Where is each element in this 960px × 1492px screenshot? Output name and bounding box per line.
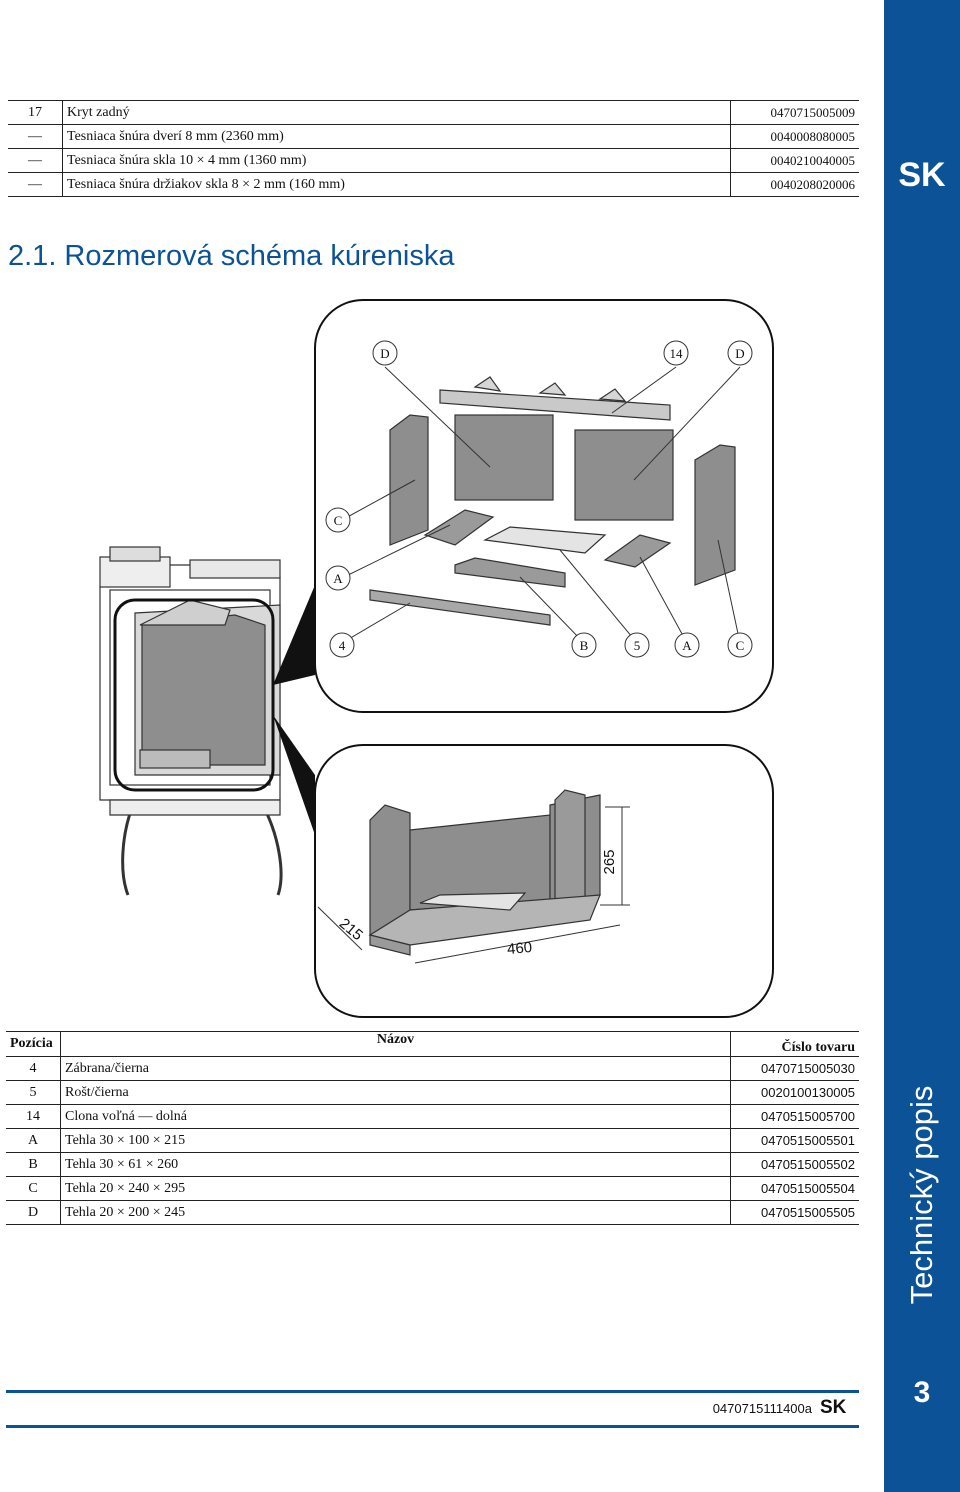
callout-label: C — [334, 513, 343, 528]
part-code: 0470515005502 — [730, 1152, 859, 1177]
footer-document-number: 0470715111400a — [712, 1401, 812, 1416]
section-title: 2.1. Rozmerová schéma kúreniska — [8, 240, 455, 272]
callout-circle — [329, 632, 355, 658]
side-language-label: SK — [898, 156, 946, 194]
part-position: 4 — [6, 1056, 61, 1081]
part-name: Clona voľná — dolná — [60, 1104, 731, 1129]
stove-illustration — [99, 546, 283, 896]
callout-label: D — [735, 346, 744, 361]
part-name: Tesniaca šnúra dverí 8 mm (2360 mm) — [62, 124, 731, 149]
part-code: 0470515005501 — [730, 1128, 859, 1153]
part-position: 14 — [6, 1104, 61, 1129]
footer-language: SK — [820, 1397, 847, 1418]
part-position: 17 — [8, 100, 63, 125]
part-code: 0040008080005 — [730, 124, 859, 149]
page-number: 3 — [913, 1376, 931, 1409]
part-name: Tesniaca šnúra držiakov skla 8 × 2 mm (1… — [62, 172, 731, 197]
part-code: 0020100130005 — [730, 1080, 859, 1105]
part-position: A — [6, 1128, 61, 1153]
part-position: — — [8, 172, 63, 197]
callout-circle — [663, 340, 689, 366]
part-position: D — [6, 1200, 61, 1225]
part-name: Tehla 30 × 61 × 260 — [60, 1152, 731, 1177]
part-name: Rošt/čierna — [60, 1080, 731, 1105]
dimension-width-label: 460 — [506, 939, 532, 958]
callout-circle — [727, 340, 753, 366]
exploded-bricks — [369, 376, 736, 626]
part-name: Zábrana/čierna — [60, 1056, 731, 1081]
dimension-height-label: 265 — [601, 849, 618, 874]
part-name: Tesniaca šnúra skla 10 × 4 mm (1360 mm) — [62, 148, 731, 173]
part-code: 0040208020006 — [730, 172, 859, 197]
callouts: D 14 D C A 4 B 5 A C — [325, 340, 753, 658]
header-code: Číslo tovaru — [730, 1031, 859, 1057]
part-position: — — [8, 124, 63, 149]
callout-label: C — [736, 638, 745, 653]
callout-label: 4 — [339, 638, 346, 653]
part-position: B — [6, 1152, 61, 1177]
leader-lines — [341, 366, 741, 644]
part-code: 0040210040005 — [730, 148, 859, 173]
part-position: C — [6, 1176, 61, 1201]
table-row: —Tesniaca šnúra držiakov skla 8 × 2 mm (… — [8, 172, 859, 197]
table-row: —Tesniaca šnúra dverí 8 mm (2360 mm)0040… — [8, 124, 859, 149]
assembled-firebox — [368, 789, 601, 956]
footer-rule-top — [6, 1390, 859, 1393]
side-band — [884, 0, 960, 1492]
zoom-connector-top — [273, 585, 315, 685]
part-code: 0470515005700 — [730, 1104, 859, 1129]
part-code: 0470515005504 — [730, 1176, 859, 1201]
callout-circle — [325, 507, 351, 533]
callout-circle — [571, 632, 597, 658]
header-name: Názov — [60, 1031, 731, 1057]
callout-label: A — [333, 571, 343, 586]
callout-circle — [674, 632, 700, 658]
part-name: Tehla 30 × 100 × 215 — [60, 1128, 731, 1153]
callout-label: B — [580, 638, 589, 653]
part-name: Kryt zadný — [62, 100, 731, 125]
callout-circle — [372, 340, 398, 366]
exploded-view-panel — [314, 299, 774, 713]
part-name: Tehla 20 × 200 × 245 — [60, 1200, 731, 1225]
side-section-title: Technický popis — [904, 1085, 939, 1305]
part-position: 5 — [6, 1080, 61, 1105]
zoom-highlight — [113, 598, 275, 792]
callout-label: D — [380, 346, 389, 361]
callout-circle — [727, 632, 753, 658]
footer-rule-bottom — [6, 1425, 859, 1428]
part-position: — — [8, 148, 63, 173]
dimension-lines — [317, 806, 630, 964]
callout-label: A — [682, 638, 692, 653]
callout-circle — [325, 565, 351, 591]
part-code: 0470715005009 — [730, 100, 859, 125]
part-code: 0470515005505 — [730, 1200, 859, 1225]
callout-circle — [624, 632, 650, 658]
callout-label: 5 — [634, 638, 641, 653]
part-name: Tehla 20 × 240 × 295 — [60, 1176, 731, 1201]
table-row: —Tesniaca šnúra skla 10 × 4 mm (1360 mm)… — [8, 148, 859, 173]
part-code: 0470715005030 — [730, 1056, 859, 1081]
header-position: Pozícia — [6, 1031, 61, 1057]
zoom-connector-bottom — [273, 715, 315, 835]
callout-label: 14 — [670, 346, 684, 361]
